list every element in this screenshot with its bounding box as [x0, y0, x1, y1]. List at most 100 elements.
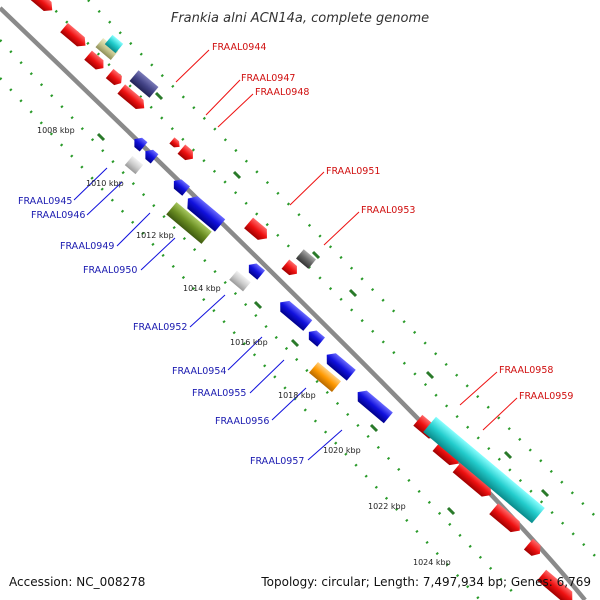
gene-label-fraal0944[interactable]: FRAAL0944 — [212, 42, 266, 53]
gene-block-khaki[interactable] — [95, 37, 119, 61]
tick-mark — [154, 91, 164, 101]
gene-arrow-forward[interactable] — [105, 68, 125, 88]
tick-mark — [253, 300, 263, 310]
gene-arrow-reverse[interactable] — [131, 135, 148, 152]
gene-block-light-gray[interactable] — [229, 270, 251, 292]
gene-label-fraal0959[interactable]: FRAAL0959 — [519, 391, 573, 402]
forward-strand-genes — [25, 0, 577, 600]
kbp-label: 1022 kbp — [368, 502, 406, 511]
tick-mark — [96, 132, 106, 142]
leader-line — [116, 212, 151, 247]
tick-mark — [232, 170, 242, 180]
gene-arrow-forward[interactable] — [489, 503, 524, 536]
gene-label-fraal0946[interactable]: FRAAL0946 — [31, 210, 85, 221]
gene-arrow-reverse[interactable] — [305, 327, 325, 347]
kbp-label: 1018 kbp — [278, 391, 316, 400]
gene-arrow-reverse[interactable] — [170, 176, 190, 196]
gene-label-fraal0954[interactable]: FRAAL0954 — [172, 366, 226, 377]
tick-mark — [540, 488, 550, 498]
gene-label-fraal0945[interactable]: FRAAL0945 — [18, 196, 72, 207]
map-title: Frankia alni ACN14a, complete genome — [171, 11, 429, 26]
leader-lines-forward — [175, 49, 518, 431]
leader-line — [73, 167, 108, 201]
leader-line — [482, 397, 518, 431]
gene-block-cyan[interactable] — [423, 416, 545, 524]
gene-label-fraal0958[interactable]: FRAAL0958 — [499, 365, 553, 376]
gene-arrow-forward[interactable] — [537, 569, 577, 600]
gene-arrow-reverse[interactable] — [142, 147, 159, 164]
leader-line — [323, 211, 360, 246]
kbp-label: 1024 kbp — [413, 558, 451, 567]
tick-mark — [425, 370, 435, 380]
grid-track-outer-2 — [87, 0, 600, 522]
gene-label-fraal0955[interactable]: FRAAL0955 — [192, 388, 246, 399]
tick-mark — [311, 250, 321, 260]
tick-marks — [96, 91, 550, 516]
kbp-label: 1016 kbp — [230, 338, 268, 347]
gene-block-orange[interactable] — [309, 361, 341, 393]
kbp-tick-labels: 1008 kbp 1010 kbp 1012 kbp 1014 kbp 1016… — [37, 126, 451, 567]
gene-label-fraal0951[interactable]: FRAAL0951 — [326, 166, 380, 177]
gene-arrow-forward[interactable] — [452, 461, 496, 500]
gene-arrow-reverse[interactable] — [276, 297, 313, 331]
grid-track-inner-1 — [0, 39, 521, 600]
tick-mark — [446, 506, 456, 516]
kbp-label: 1014 kbp — [183, 284, 221, 293]
tick-mark — [503, 450, 513, 460]
gene-label-fraal0952[interactable]: FRAAL0952 — [133, 322, 187, 333]
gene-label-fraal0956[interactable]: FRAAL0956 — [215, 416, 269, 427]
gene-arrow-forward[interactable] — [177, 144, 197, 164]
kbp-label: 1020 kbp — [323, 446, 361, 455]
gene-arrow-reverse[interactable] — [322, 349, 356, 381]
leader-line — [86, 181, 123, 216]
leader-line — [289, 171, 325, 206]
gene-block-gray[interactable] — [296, 249, 316, 269]
leader-line — [140, 237, 176, 271]
gene-arrow-forward[interactable] — [523, 538, 544, 559]
gene-arrow-forward[interactable] — [244, 217, 271, 244]
leader-line — [205, 79, 241, 116]
gene-block-light-gray[interactable] — [124, 155, 144, 175]
topology-text: Topology: circular; Length: 7,497,934 bp… — [260, 575, 591, 589]
gene-arrow-forward[interactable] — [432, 440, 463, 469]
gene-arrow-forward[interactable] — [169, 137, 182, 150]
gene-arrow-reverse[interactable] — [245, 260, 265, 280]
reverse-gene-labels: FRAAL0945 FRAAL0946 FRAAL0949 FRAAL0950 … — [18, 196, 304, 467]
gene-block-olive[interactable] — [166, 202, 212, 244]
gene-arrow-forward[interactable] — [25, 0, 56, 15]
gene-block-cyan[interactable] — [104, 34, 124, 54]
gene-block-slate[interactable] — [129, 70, 159, 98]
leader-line — [271, 387, 307, 421]
kbp-label: 1012 kbp — [136, 231, 174, 240]
gene-arrow-reverse[interactable] — [353, 387, 393, 424]
gene-arrow-forward[interactable] — [84, 50, 107, 73]
grid-track-outer-1 — [44, 0, 600, 562]
gene-label-fraal0947[interactable]: FRAAL0947 — [241, 73, 295, 84]
genome-backbone — [0, 6, 587, 600]
gene-label-fraal0949[interactable]: FRAAL0949 — [60, 241, 114, 252]
leader-line — [189, 294, 226, 328]
gene-label-fraal0950[interactable]: FRAAL0950 — [83, 265, 137, 276]
tick-mark — [369, 423, 379, 433]
leader-line — [217, 93, 254, 128]
leader-lines-reverse — [73, 167, 343, 461]
tick-mark — [348, 288, 358, 298]
tick-mark — [290, 338, 300, 348]
kbp-label: 1010 kbp — [86, 179, 124, 188]
gene-arrow-forward[interactable] — [281, 259, 301, 279]
gene-label-fraal0948[interactable]: FRAAL0948 — [255, 87, 309, 98]
leader-line — [227, 336, 263, 371]
gene-label-fraal0953[interactable]: FRAAL0953 — [361, 205, 415, 216]
gene-arrow-reverse[interactable] — [183, 192, 226, 232]
gene-label-fraal0957[interactable]: FRAAL0957 — [250, 456, 304, 467]
kbp-label: 1008 kbp — [37, 126, 75, 135]
leader-line — [175, 49, 210, 83]
forward-gene-labels: FRAAL0944 FRAAL0947 FRAAL0948 FRAAL0951 … — [212, 42, 573, 402]
accession-text: Accession: NC_008278 — [9, 575, 145, 589]
gene-arrow-forward[interactable] — [60, 23, 89, 50]
leader-line — [249, 359, 285, 394]
gene-arrow-forward[interactable] — [117, 84, 148, 112]
leader-line — [459, 371, 498, 406]
